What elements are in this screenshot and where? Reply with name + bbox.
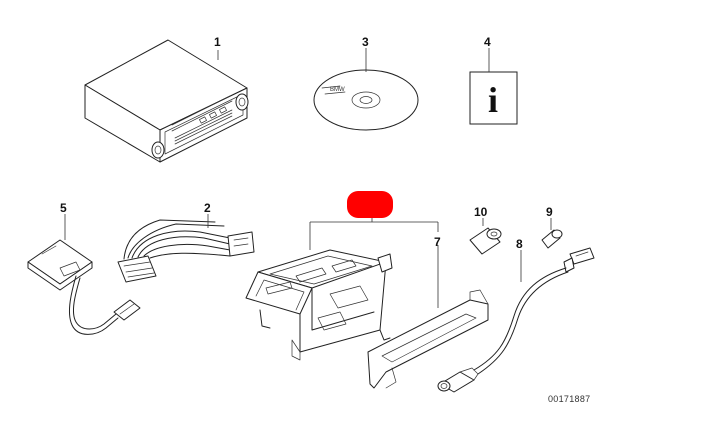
part-label-8: 8 xyxy=(516,237,523,251)
wiring-harness-part[interactable] xyxy=(117,214,255,283)
radio-unit-part[interactable] xyxy=(84,39,249,163)
navigation-cd-part[interactable] xyxy=(313,48,419,131)
document-id: 00171887 xyxy=(548,394,590,404)
antenna-cable-part[interactable] xyxy=(437,247,595,393)
part-label-4: 4 xyxy=(484,35,491,49)
part-label-3: 3 xyxy=(362,35,369,49)
part-label-10: 10 xyxy=(474,205,488,219)
gps-antenna-part[interactable] xyxy=(27,214,141,335)
highlighted-part-marker[interactable] xyxy=(347,191,393,218)
trim-panel-part[interactable] xyxy=(367,245,489,389)
plug-part[interactable] xyxy=(469,218,502,255)
sleeve-part[interactable] xyxy=(541,218,563,249)
part-label-1: 1 xyxy=(214,35,221,49)
cd-label-text: BMW xyxy=(330,87,345,93)
mounting-frame-part[interactable] xyxy=(245,249,393,361)
part-label-7: 7 xyxy=(434,235,441,249)
info-icon: i xyxy=(488,80,498,120)
part-label-5: 5 xyxy=(60,201,67,215)
information-card-part[interactable] xyxy=(469,48,518,125)
part-label-2: 2 xyxy=(204,201,211,215)
assembly-group-bracket xyxy=(309,214,439,250)
part-label-9: 9 xyxy=(546,205,553,219)
